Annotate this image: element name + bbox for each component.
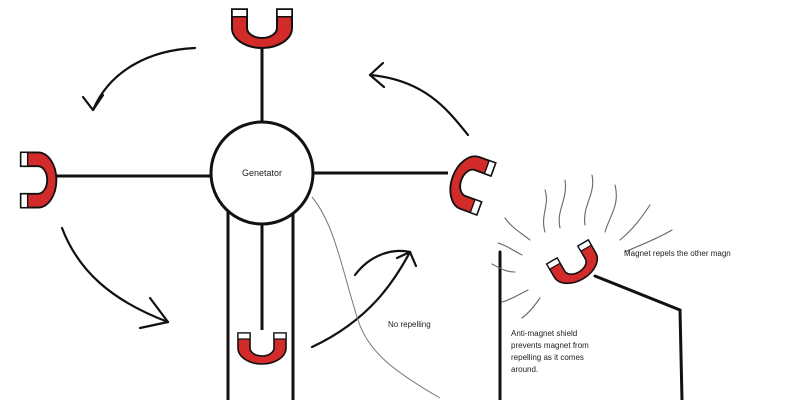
- curved-arrow-icon: [81, 46, 197, 112]
- shield-note-line: around.: [511, 365, 538, 374]
- field-lines: [491, 174, 673, 319]
- horseshoe-magnet-icon: [19, 151, 58, 209]
- shield-note: Anti-magnet shield prevents magnet from …: [511, 329, 589, 374]
- horseshoe-magnet-icon: [545, 238, 599, 285]
- curved-arrow-icon: [368, 61, 470, 137]
- no-repelling-label: No repelling: [388, 320, 431, 329]
- generator-hub: Genetator: [209, 120, 315, 226]
- pointer-line: [311, 196, 441, 399]
- anti-magnet-shield: [498, 250, 684, 400]
- horseshoe-magnet-icon: [237, 332, 287, 365]
- curved-arrow-icon: [60, 226, 170, 330]
- shield-note-line: repelling as it comes: [511, 353, 584, 362]
- shield-note-line: Anti-magnet shield: [511, 329, 577, 338]
- repel-label: Magnet repels the other magn: [624, 249, 731, 258]
- shield-note-line: prevents magnet from: [511, 341, 589, 350]
- horseshoe-magnet-icon: [231, 8, 293, 49]
- horseshoe-magnet-icon: [449, 155, 497, 217]
- curved-arrow-icon: [310, 249, 418, 349]
- generator-label: Genetator: [242, 168, 282, 178]
